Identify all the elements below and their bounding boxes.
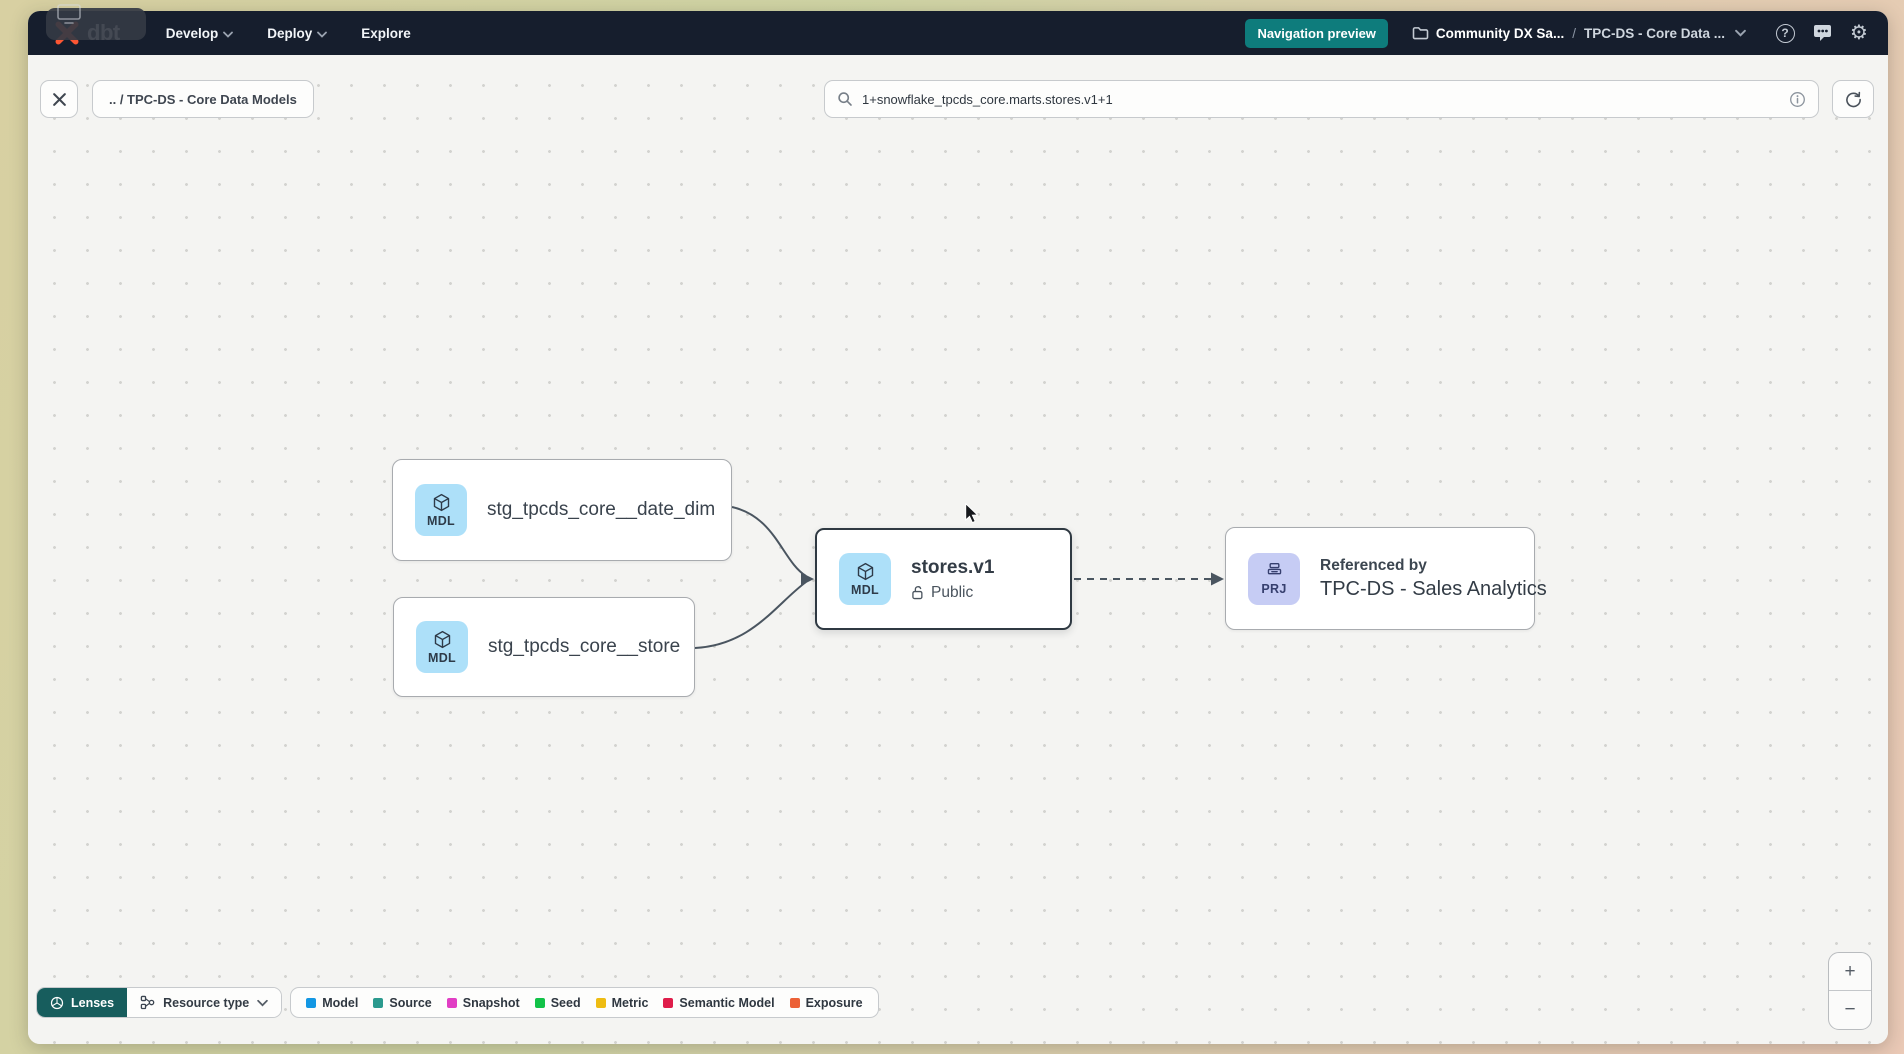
close-lineage-button[interactable] bbox=[40, 80, 78, 118]
nav-menu-deploy[interactable]: Deploy bbox=[267, 25, 328, 41]
node-pretitle: Referenced by bbox=[1320, 556, 1427, 574]
mouse-cursor bbox=[965, 502, 980, 529]
node-label: stg_tpcds_core__store bbox=[488, 636, 681, 657]
search-icon bbox=[837, 91, 853, 107]
top-navigation-bar: dbt Develop Deploy Explore Navigation pr… bbox=[28, 11, 1888, 55]
legend-swatch bbox=[595, 997, 606, 1008]
zoom-in-button[interactable]: + bbox=[1829, 953, 1871, 991]
lens-icon bbox=[50, 996, 64, 1010]
chevron-down-icon bbox=[257, 999, 269, 1007]
info-icon[interactable] bbox=[1789, 91, 1806, 108]
legend-item-exposure: Exposure bbox=[789, 996, 863, 1010]
node-stores-v1[interactable]: MDL stores.v1 Public bbox=[815, 528, 1072, 630]
legend-item-semantic-model: Semantic Model bbox=[663, 996, 775, 1010]
chevron-down-icon[interactable] bbox=[1735, 29, 1746, 37]
cube-icon bbox=[432, 629, 453, 650]
legend-swatch bbox=[534, 997, 545, 1008]
lens-controls: Lenses Resource type bbox=[36, 987, 283, 1018]
help-icon[interactable]: ? bbox=[1774, 22, 1796, 44]
nav-menu-explore[interactable]: Explore bbox=[361, 25, 411, 41]
node-label: stores.v1 bbox=[911, 556, 995, 578]
model-badge: MDL bbox=[415, 484, 467, 536]
legend-swatch bbox=[306, 997, 317, 1008]
breadcrumb-separator: / bbox=[1572, 25, 1576, 41]
model-badge: MDL bbox=[839, 553, 891, 605]
lenses-button[interactable]: Lenses bbox=[37, 988, 128, 1017]
lineage-search-box bbox=[824, 80, 1819, 118]
zoom-controls: + − bbox=[1828, 952, 1872, 1030]
breadcrumb-current[interactable]: TPC-DS - Core Data ... bbox=[1583, 25, 1725, 41]
legend-swatch bbox=[446, 997, 457, 1008]
cube-icon bbox=[431, 492, 452, 513]
lock-open-icon bbox=[911, 585, 925, 600]
stack-icon bbox=[1264, 562, 1285, 581]
project-badge: PRJ bbox=[1248, 552, 1300, 605]
lineage-breadcrumb-chip[interactable]: .. / TPC-DS - Core Data Models bbox=[92, 80, 314, 118]
legend-item-snapshot: Snapshot bbox=[446, 996, 520, 1010]
legend-swatch bbox=[789, 997, 800, 1008]
legend-swatch bbox=[663, 997, 674, 1008]
cube-icon bbox=[855, 561, 876, 582]
resource-type-dropdown[interactable]: Resource type bbox=[127, 988, 282, 1017]
legend-item-seed: Seed bbox=[534, 996, 581, 1010]
breadcrumb-project[interactable]: Community DX Sa... bbox=[1412, 26, 1564, 41]
nav-menu-develop[interactable]: Develop bbox=[166, 25, 234, 41]
close-icon bbox=[52, 92, 67, 107]
node-stg-tpcds-core-date-dim[interactable]: MDL stg_tpcds_core__date_dim bbox=[392, 459, 732, 561]
node-referenced-by-sales-analytics[interactable]: PRJ Referenced by TPC-DS - Sales Analyti… bbox=[1225, 527, 1547, 630]
legend-item-metric: Metric bbox=[595, 996, 648, 1010]
chevron-down-icon bbox=[317, 26, 328, 41]
lineage-canvas[interactable]: .. / TPC-DS - Core Data Models bbox=[28, 55, 1888, 1044]
lineage-toolbar: .. / TPC-DS - Core Data Models bbox=[40, 80, 1874, 118]
resource-type-legend: Model Source Snapshot Seed Metric bbox=[290, 987, 879, 1018]
refresh-lineage-button[interactable] bbox=[1832, 80, 1874, 118]
legend-swatch bbox=[373, 997, 384, 1008]
refresh-icon bbox=[1845, 91, 1862, 108]
node-label: TPC-DS - Sales Analytics bbox=[1320, 577, 1547, 600]
zoom-out-button[interactable]: − bbox=[1844, 999, 1856, 1020]
node-label: stg_tpcds_core__date_dim bbox=[487, 499, 716, 520]
legend-item-model: Model bbox=[306, 996, 358, 1010]
feedback-icon[interactable] bbox=[1811, 22, 1833, 44]
legend-item-source: Source bbox=[373, 996, 432, 1010]
navigation-preview-badge[interactable]: Navigation preview bbox=[1245, 18, 1388, 48]
model-badge: MDL bbox=[416, 621, 468, 673]
chevron-down-icon bbox=[223, 26, 234, 41]
breadcrumb: Community DX Sa... / TPC-DS - Core Data … bbox=[1412, 26, 1746, 41]
resource-type-icon bbox=[140, 995, 155, 1010]
app-window: dbt Develop Deploy Explore Navigation pr… bbox=[28, 11, 1888, 1044]
gear-icon[interactable]: ⚙ bbox=[1850, 22, 1868, 44]
lineage-selector-input[interactable] bbox=[862, 91, 1780, 107]
screen-share-indicator bbox=[46, 4, 146, 40]
node-access: Public bbox=[911, 584, 994, 602]
folder-icon bbox=[1412, 26, 1429, 40]
node-stg-tpcds-core-store[interactable]: MDL stg_tpcds_core__store bbox=[393, 597, 695, 697]
display-icon bbox=[56, 3, 82, 25]
